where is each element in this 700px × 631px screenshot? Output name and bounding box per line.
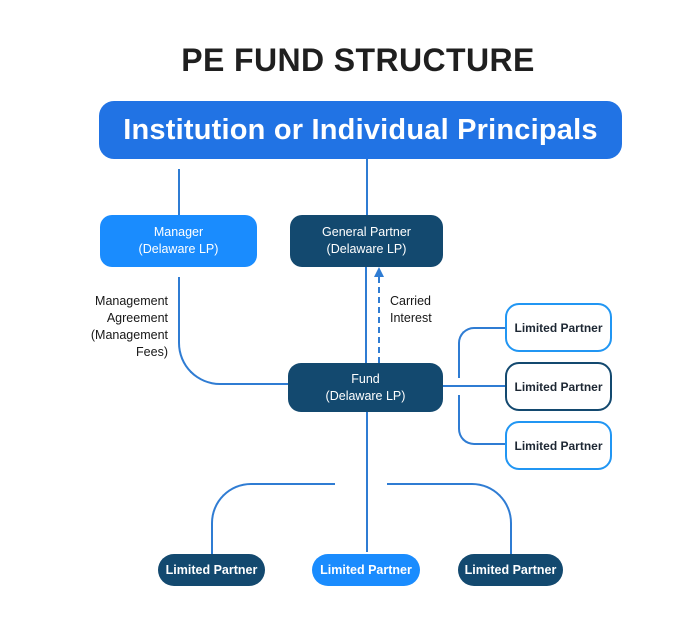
connector-fund-lp-middle [443, 385, 505, 387]
node-limited-partner-bottom-1-label: Limited Partner [165, 563, 258, 577]
node-limited-partner-bottom-2-label: Limited Partner [320, 563, 412, 577]
node-limited-partner-right-3-label: Limited Partner [514, 438, 603, 453]
node-limited-partner-right-1: Limited Partner [505, 303, 612, 352]
node-general-partner: General Partner (Delaware LP) [290, 215, 443, 267]
node-limited-partner-right-1-label: Limited Partner [514, 320, 603, 335]
node-fund: Fund (Delaware LP) [288, 363, 443, 412]
node-limited-partner-right-2: Limited Partner [505, 362, 612, 411]
arrow-up-icon [374, 267, 384, 277]
connector-lp-bottom-right [387, 483, 512, 554]
management-agreement-label: Management Agreement (Management Fees) [90, 294, 168, 359]
connector-fund-lp-bottom-middle [366, 412, 368, 552]
connector-lp-right-top [458, 327, 505, 378]
connector-principals-manager [178, 169, 180, 215]
node-fund-line1: Fund [351, 371, 380, 386]
diagram-title: PE FUND STRUCTURE [181, 42, 535, 78]
connector-gp-fund [365, 267, 367, 363]
node-manager: Manager (Delaware LP) [100, 215, 257, 267]
node-limited-partner-bottom-2: Limited Partner [312, 554, 420, 586]
node-general-partner-line2: (Delaware LP) [326, 242, 407, 256]
connector-manager-fund [178, 277, 289, 385]
connector-lp-bottom-left [211, 483, 335, 554]
node-limited-partner-bottom-1: Limited Partner [158, 554, 265, 586]
node-general-partner-line1: General Partner [322, 225, 411, 239]
node-principals: Institution or Individual Principals [99, 101, 622, 159]
carried-interest-label: Carried Interest [390, 294, 432, 325]
node-principals-label: Institution or Individual Principals [123, 113, 598, 146]
node-manager-line2: (Delaware LP) [138, 242, 219, 256]
node-manager-line1: Manager [153, 225, 204, 239]
node-limited-partner-right-3: Limited Partner [505, 421, 612, 470]
node-fund-line2: (Delaware LP) [325, 388, 406, 403]
node-limited-partner-bottom-3-label: Limited Partner [464, 563, 557, 577]
node-limited-partner-bottom-3: Limited Partner [458, 554, 563, 586]
connector-carried-interest-dashed [378, 277, 380, 363]
connector-lp-right-bottom [458, 395, 505, 445]
connector-principals-gp [366, 159, 368, 215]
node-limited-partner-right-2-label: Limited Partner [514, 379, 603, 394]
